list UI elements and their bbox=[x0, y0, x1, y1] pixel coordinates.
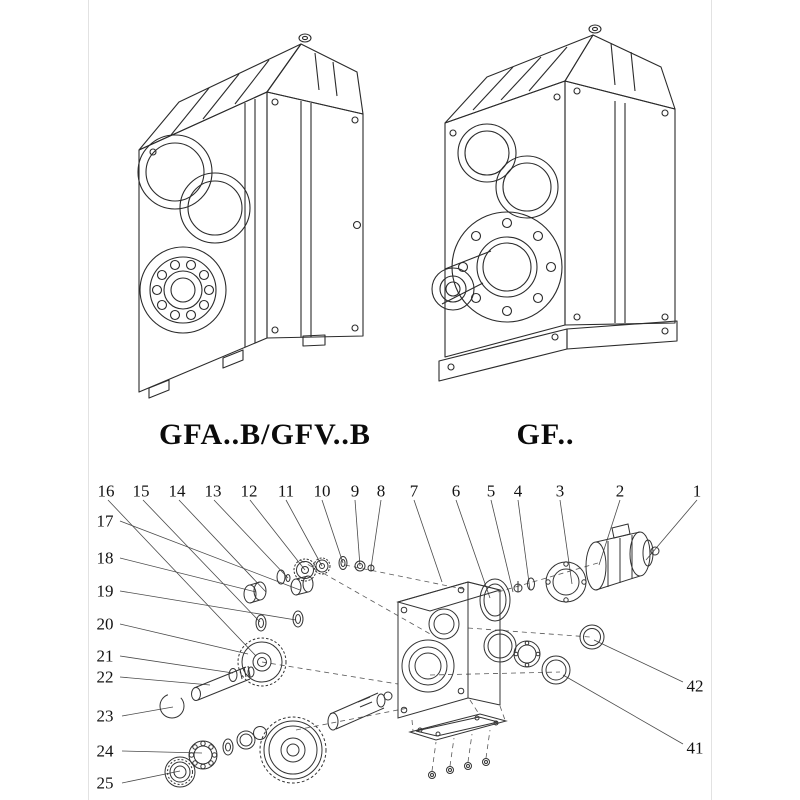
callout-21: 21 bbox=[96, 646, 114, 666]
input-side-parts bbox=[479, 561, 605, 685]
callout-16: 16 bbox=[97, 481, 115, 501]
housing-faces bbox=[138, 43, 364, 393]
callout-5: 5 bbox=[486, 481, 496, 501]
side-ribs bbox=[614, 101, 626, 323]
callout-8: 8 bbox=[376, 481, 386, 501]
lifting-eye bbox=[588, 24, 602, 34]
housing-faces bbox=[444, 34, 676, 358]
callout-4: 4 bbox=[513, 481, 523, 501]
callout-13: 13 bbox=[204, 481, 222, 501]
callout-6: 6 bbox=[451, 481, 461, 501]
model-label-left: GFA..B/GFV..B bbox=[159, 418, 371, 451]
inspection-bores bbox=[457, 123, 559, 219]
callout-19: 19 bbox=[96, 581, 114, 601]
callout-17: 17 bbox=[96, 511, 114, 531]
output-gear-set bbox=[164, 691, 393, 788]
callout-2: 2 bbox=[615, 481, 625, 501]
page-edge-left bbox=[88, 0, 89, 800]
motor-unit bbox=[585, 523, 660, 591]
callout-10: 10 bbox=[313, 481, 331, 501]
callout-14: 14 bbox=[168, 481, 186, 501]
callout-1: 1 bbox=[692, 481, 702, 501]
roof-ribs bbox=[170, 52, 338, 136]
callout-42: 42 bbox=[686, 676, 704, 696]
gear-housing bbox=[396, 581, 502, 719]
leader-lines bbox=[107, 499, 698, 784]
mounting-feet bbox=[148, 334, 326, 399]
input-shaft-cluster bbox=[243, 556, 375, 628]
callout-20: 20 bbox=[96, 614, 114, 634]
face-ribs bbox=[244, 99, 312, 347]
output-shaft bbox=[431, 250, 492, 311]
page-edge-right bbox=[711, 0, 712, 800]
callout-25: 25 bbox=[96, 773, 114, 793]
callout-11: 11 bbox=[277, 481, 295, 501]
callout-15: 15 bbox=[132, 481, 150, 501]
lifting-eye bbox=[298, 33, 312, 43]
base-plate bbox=[438, 320, 678, 382]
intermediate-gear-set bbox=[159, 614, 287, 719]
callout-23: 23 bbox=[96, 706, 114, 726]
callout-22: 22 bbox=[96, 667, 114, 687]
gearbox-drawing-gfab bbox=[137, 33, 364, 399]
cover-plate bbox=[408, 713, 508, 779]
output-bearing bbox=[139, 246, 227, 334]
callout-12: 12 bbox=[240, 481, 258, 501]
model-label-right: GF.. bbox=[516, 418, 575, 451]
gearbox-drawing-gf bbox=[431, 24, 678, 382]
callout-41: 41 bbox=[686, 738, 704, 758]
bolt-holes bbox=[449, 87, 669, 321]
bolt-holes bbox=[149, 98, 362, 334]
output-flange bbox=[451, 211, 563, 323]
callout-3: 3 bbox=[555, 481, 565, 501]
construction-lines bbox=[261, 559, 599, 772]
inspection-bores bbox=[137, 134, 251, 244]
roof-ribs bbox=[472, 42, 636, 111]
exploded-view-drawing bbox=[107, 499, 698, 788]
callout-18: 18 bbox=[96, 548, 114, 568]
callout-24: 24 bbox=[96, 741, 114, 761]
callout-7: 7 bbox=[409, 481, 419, 501]
callout-9: 9 bbox=[350, 481, 360, 501]
